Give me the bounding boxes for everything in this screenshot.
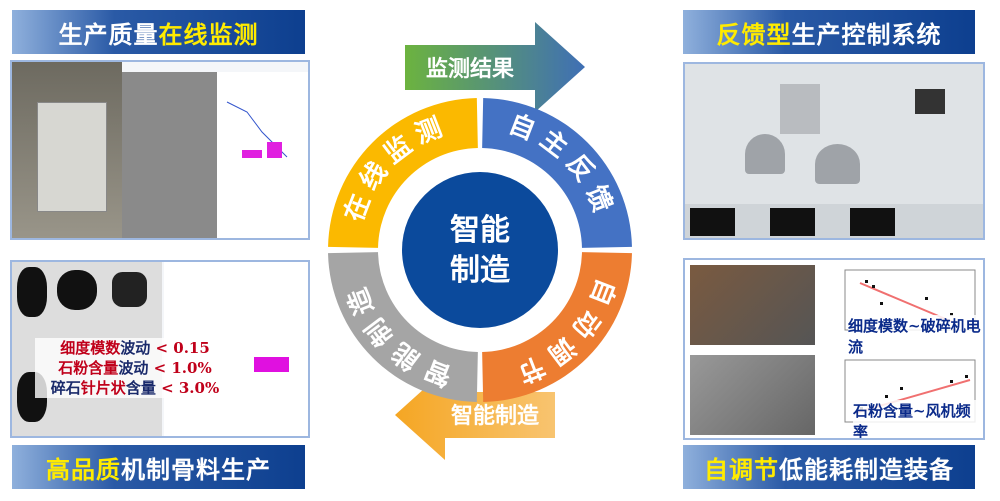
- center-label-line1: 智能: [450, 213, 510, 248]
- ring-segment-auto-adjust: [482, 252, 632, 402]
- analysis-software: [217, 72, 308, 238]
- title-part: 生产控制系统: [791, 19, 942, 49]
- process-diagram: [685, 64, 983, 204]
- monitoring-photo-panel: [10, 60, 310, 240]
- title-highlight: 在线监测: [158, 19, 259, 49]
- scada-screen: [683, 62, 985, 240]
- gradation-chart: [226, 101, 288, 158]
- title-highlight: 高品质: [46, 454, 121, 484]
- title-part: 生产质量: [58, 19, 159, 49]
- title-part: 机制骨料生产: [121, 454, 271, 484]
- quality-metrics-overlay: 细度模数波动 < 0.15 石粉含量波动 < 1.0% 碎石针片状含量 < 3.…: [35, 338, 235, 398]
- particle-image: [122, 72, 217, 238]
- metric-flaky: 碎石针片状含量 < 3.0%: [50, 379, 220, 397]
- sand-maker-image: [690, 355, 815, 435]
- title-highlight: 自调节: [704, 454, 779, 484]
- center-label-line2: 制造: [450, 253, 510, 288]
- center-circle: [402, 172, 558, 328]
- chart1-label: 细度模数~破碎机电流: [848, 315, 983, 357]
- chart2-label: 石粉含量~风机频率: [853, 400, 983, 438]
- monitor-cabinet: [37, 102, 107, 212]
- top-arrow-label: 监测结果: [426, 56, 514, 82]
- header-feedback-control: 反馈型生产控制系统: [683, 10, 975, 54]
- top-arrow: 监测结果: [405, 22, 585, 112]
- equipment-panel: 细度模数~破碎机电流 石粉含量~风机频率: [683, 258, 985, 440]
- header-self-adjusting-equipment: 自调节低能耗制造装备: [683, 445, 975, 489]
- bottom-arrow-label: 智能制造: [451, 403, 539, 429]
- metric-stone-powder: 石粉含量波动 < 1.0%: [58, 359, 212, 377]
- crusher-image: [690, 265, 815, 345]
- gauge-bar: [685, 204, 983, 238]
- header-high-quality: 高品质机制骨料生产: [12, 445, 305, 489]
- ring-segment-autonomous-feedback: [482, 98, 632, 248]
- ring-segment-online-monitoring: [328, 98, 478, 248]
- metric-fineness: 细度模数波动 < 0.15: [60, 339, 210, 357]
- ring-segment-smart-manufacturing: [328, 252, 478, 402]
- title-part: 低能耗制造装备: [779, 454, 954, 484]
- title-highlight: 反馈型: [716, 19, 792, 49]
- header-online-monitoring: 生产质量在线监测: [12, 10, 305, 54]
